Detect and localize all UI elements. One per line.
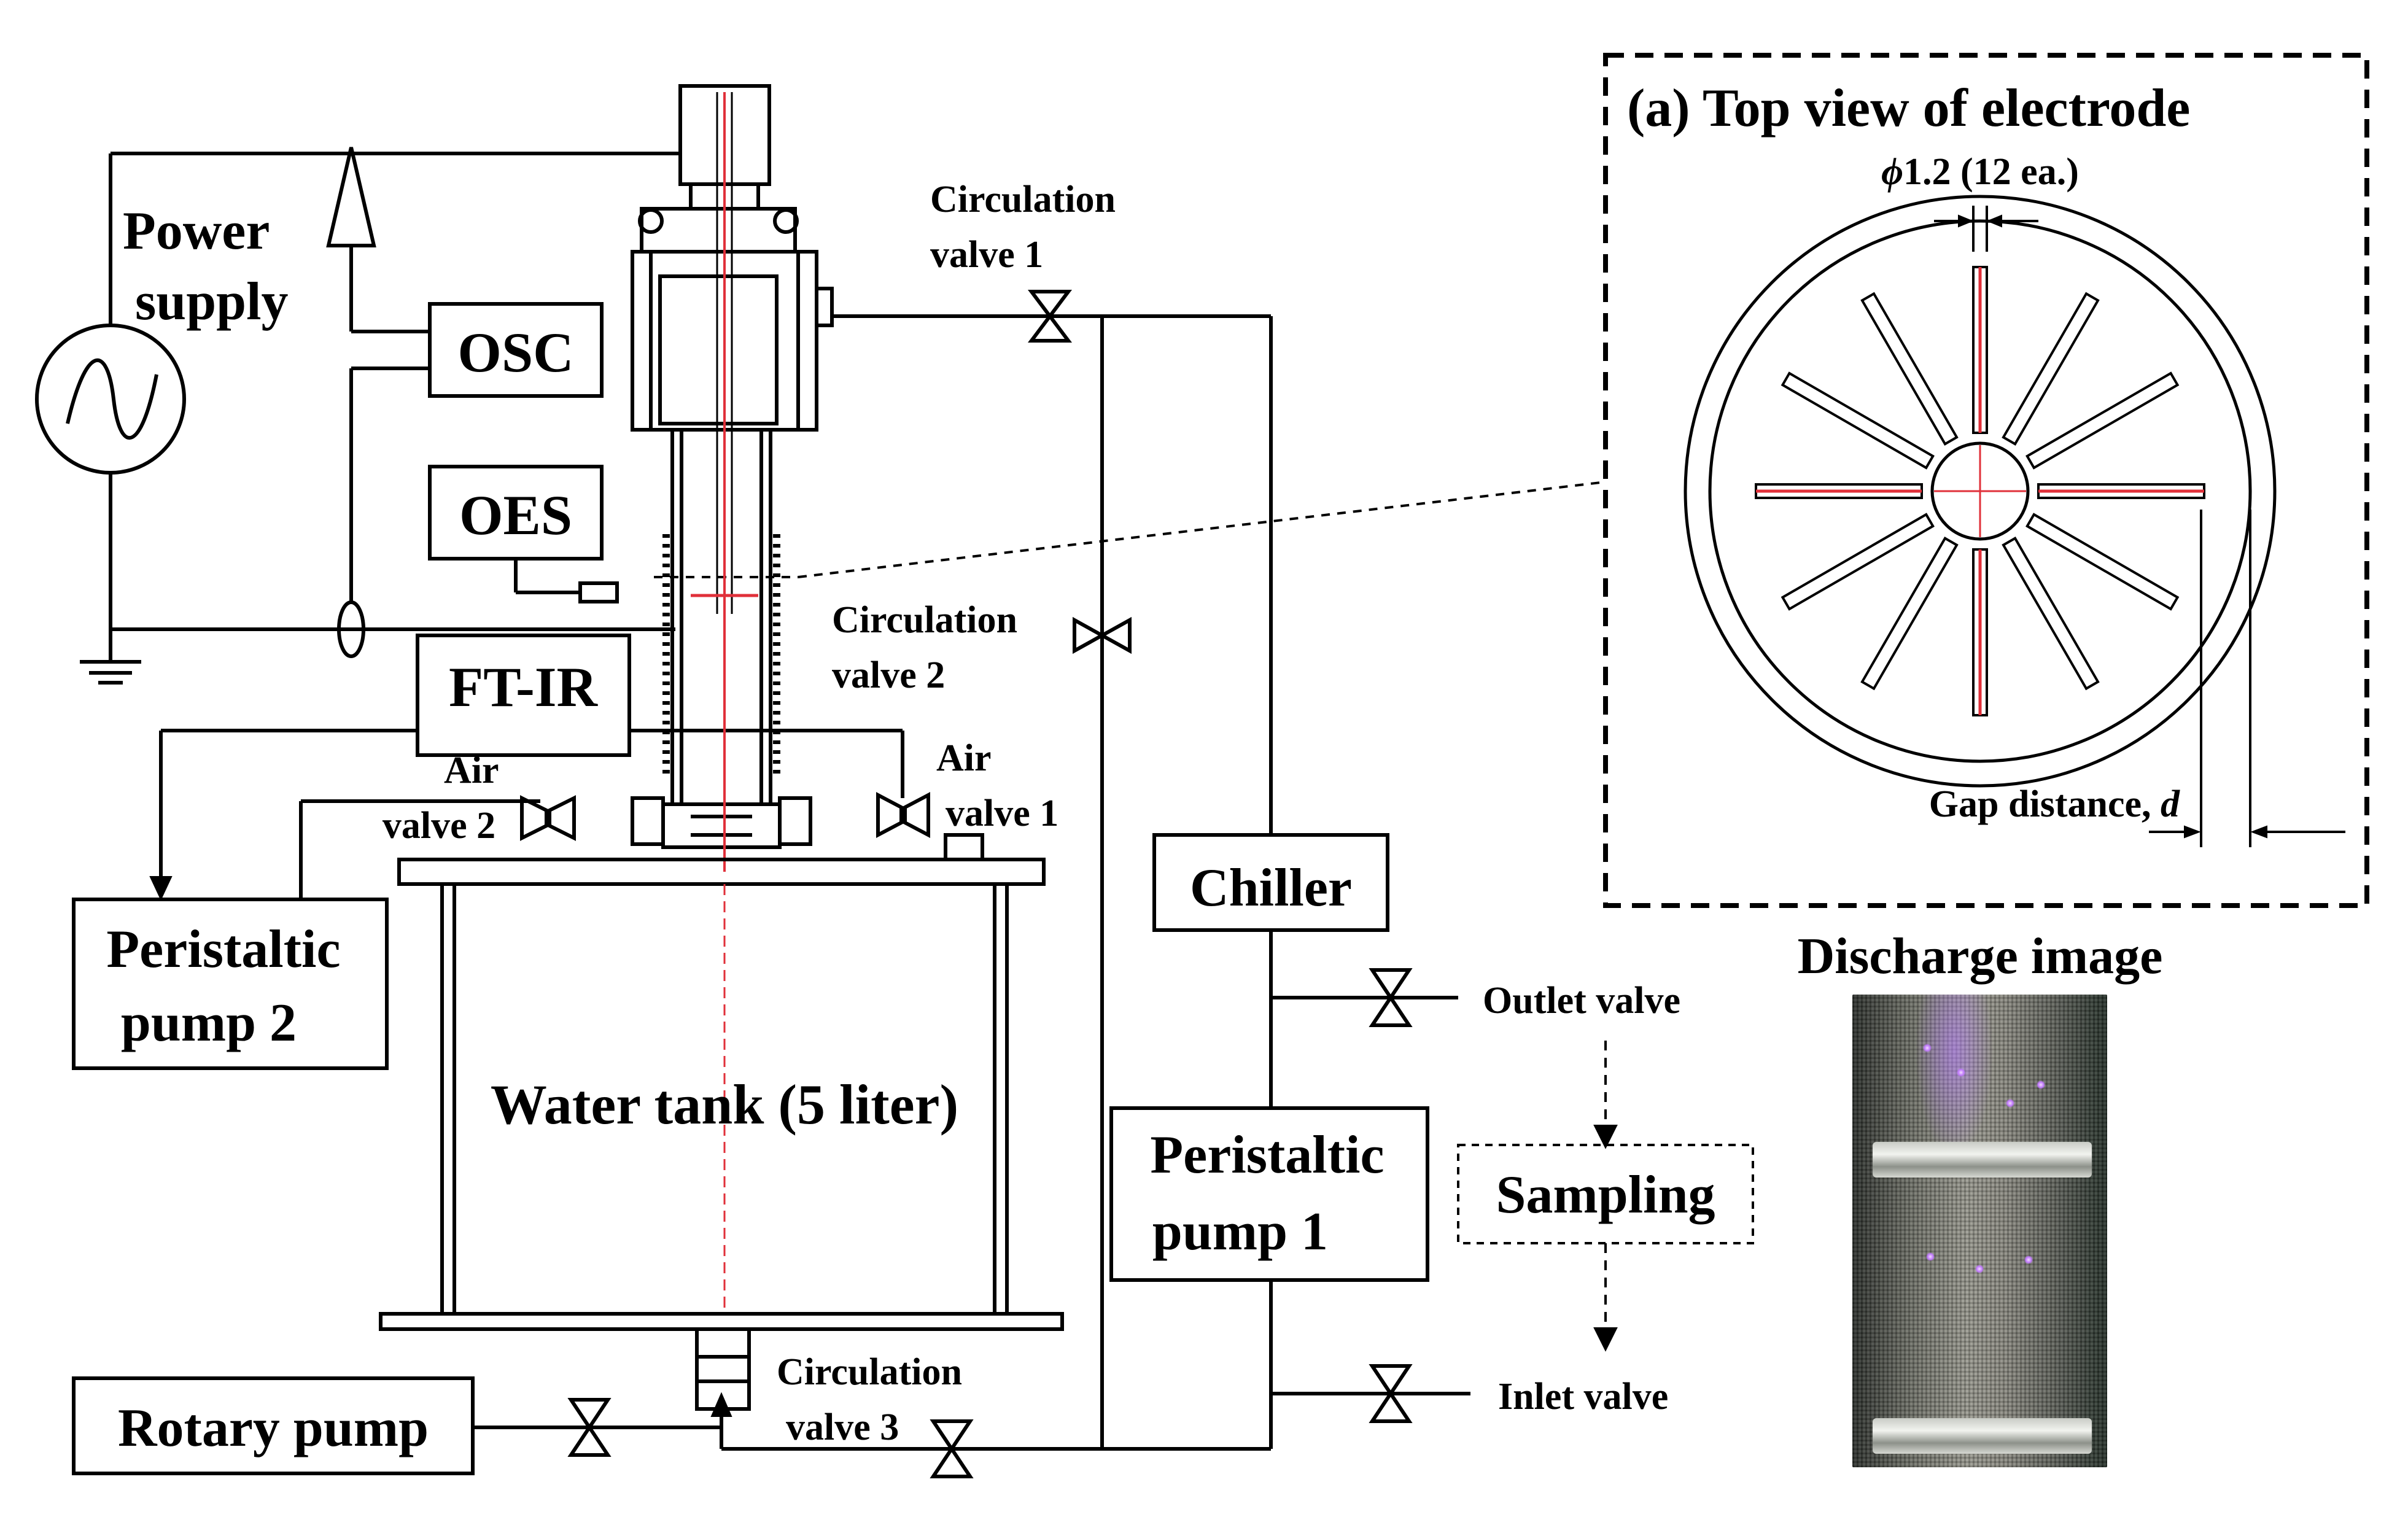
plasma-spark-icon (2037, 1081, 2045, 1089)
circulation-valve-2-icon (1073, 616, 1132, 654)
electrode-spoke (1781, 371, 1935, 470)
sampling-label: Sampling (1496, 1165, 1715, 1225)
inset-title: (a) Top view of electrode (1627, 79, 2190, 138)
circulation-valve-3-icon (930, 1419, 974, 1478)
air-valve-2-label: Air valve 2 (383, 750, 508, 847)
clamp-band (1873, 1142, 2092, 1178)
hole-spec-label: ϕ1.2 (12 ea.) (1881, 151, 2079, 193)
oes-label: OES (459, 484, 572, 546)
plasma-spark-icon (1926, 1252, 1935, 1261)
hole-diameter-dimension (1934, 206, 2038, 252)
peristaltic-pump-2-label: Peristaltic pump 2 (106, 920, 354, 1053)
electrode-spoke (2025, 371, 2180, 470)
electrode-spoke (1972, 548, 1988, 716)
arrow-head-icon (710, 1392, 732, 1417)
discharge-photo (1852, 995, 2107, 1467)
rotary-pump-label: Rotary pump (118, 1399, 429, 1458)
ground-icon (80, 629, 141, 685)
electrode-spoke (1860, 537, 1959, 691)
plasma-spark-icon (2006, 1099, 2014, 1108)
electrode-spoke (2002, 292, 2100, 446)
air-valve-1-label: Air valve 1 (936, 737, 1058, 834)
electrode-spokes (1755, 266, 2205, 716)
electrode-top-view (1684, 195, 2277, 788)
outlet-valve-label: Outlet valve (1483, 980, 1680, 1022)
electrode-spoke (1781, 513, 1935, 611)
plasma-spark-icon (1957, 1068, 1965, 1077)
gap-distance-dimension (2149, 510, 2345, 847)
power-supply-label: Power supply (123, 201, 289, 332)
plasma-spark-icon (1975, 1265, 1984, 1273)
discharge-image-title: Discharge image (1798, 928, 2163, 985)
osc-label: OSC (457, 321, 573, 384)
water-tank-label: Water tank (5 liter) (491, 1073, 958, 1136)
plasma-spark-icon (2024, 1255, 2033, 1264)
clamp-band (1873, 1418, 2092, 1454)
ftir-box (416, 634, 631, 757)
circulation-valve-1-label: Circulation valve 1 (930, 179, 1125, 276)
chiller-label: Chiller (1190, 858, 1352, 918)
electrode-spoke (1755, 483, 1923, 499)
oes-probe-icon (578, 581, 619, 603)
air-valve-2-icon (520, 795, 576, 841)
circulation-valve-2-label: Circulation valve 2 (832, 599, 1027, 696)
power-supply-symbol (35, 152, 682, 629)
inset-frame (1603, 53, 2369, 908)
plasma-spark-icon (1923, 1044, 1932, 1052)
rotary-valve-icon (567, 1398, 612, 1457)
electrode-spoke (2037, 483, 2205, 499)
electrode-spoke (2002, 537, 2100, 691)
peristaltic-pump-1-label: Peristaltic pump 1 (1150, 1125, 1397, 1262)
outlet-valve-icon (1369, 968, 1413, 1027)
electrode-spoke (2025, 513, 2180, 611)
electrode-spoke (1860, 292, 1959, 446)
circulation-valve-3-label: Circulation valve 3 (777, 1351, 971, 1448)
arrow-head-icon (1593, 1125, 1618, 1149)
arrow-head-icon (149, 876, 173, 901)
electrode-spoke (1972, 266, 1988, 434)
voltage-probe-icon (326, 147, 430, 603)
gap-distance-label: Gap distance, d (1929, 783, 2180, 825)
ftir-label: FT-IR (449, 656, 599, 718)
air-valve-1-icon (876, 792, 930, 838)
circulation-valve-1-icon (1028, 290, 1072, 343)
inlet-valve-label: Inlet valve (1498, 1376, 1668, 1418)
osc-box (428, 302, 604, 398)
peristaltic-pump-2-box (72, 898, 389, 1070)
inlet-valve-icon (1369, 1364, 1413, 1423)
arrow-head-icon (1593, 1327, 1618, 1352)
